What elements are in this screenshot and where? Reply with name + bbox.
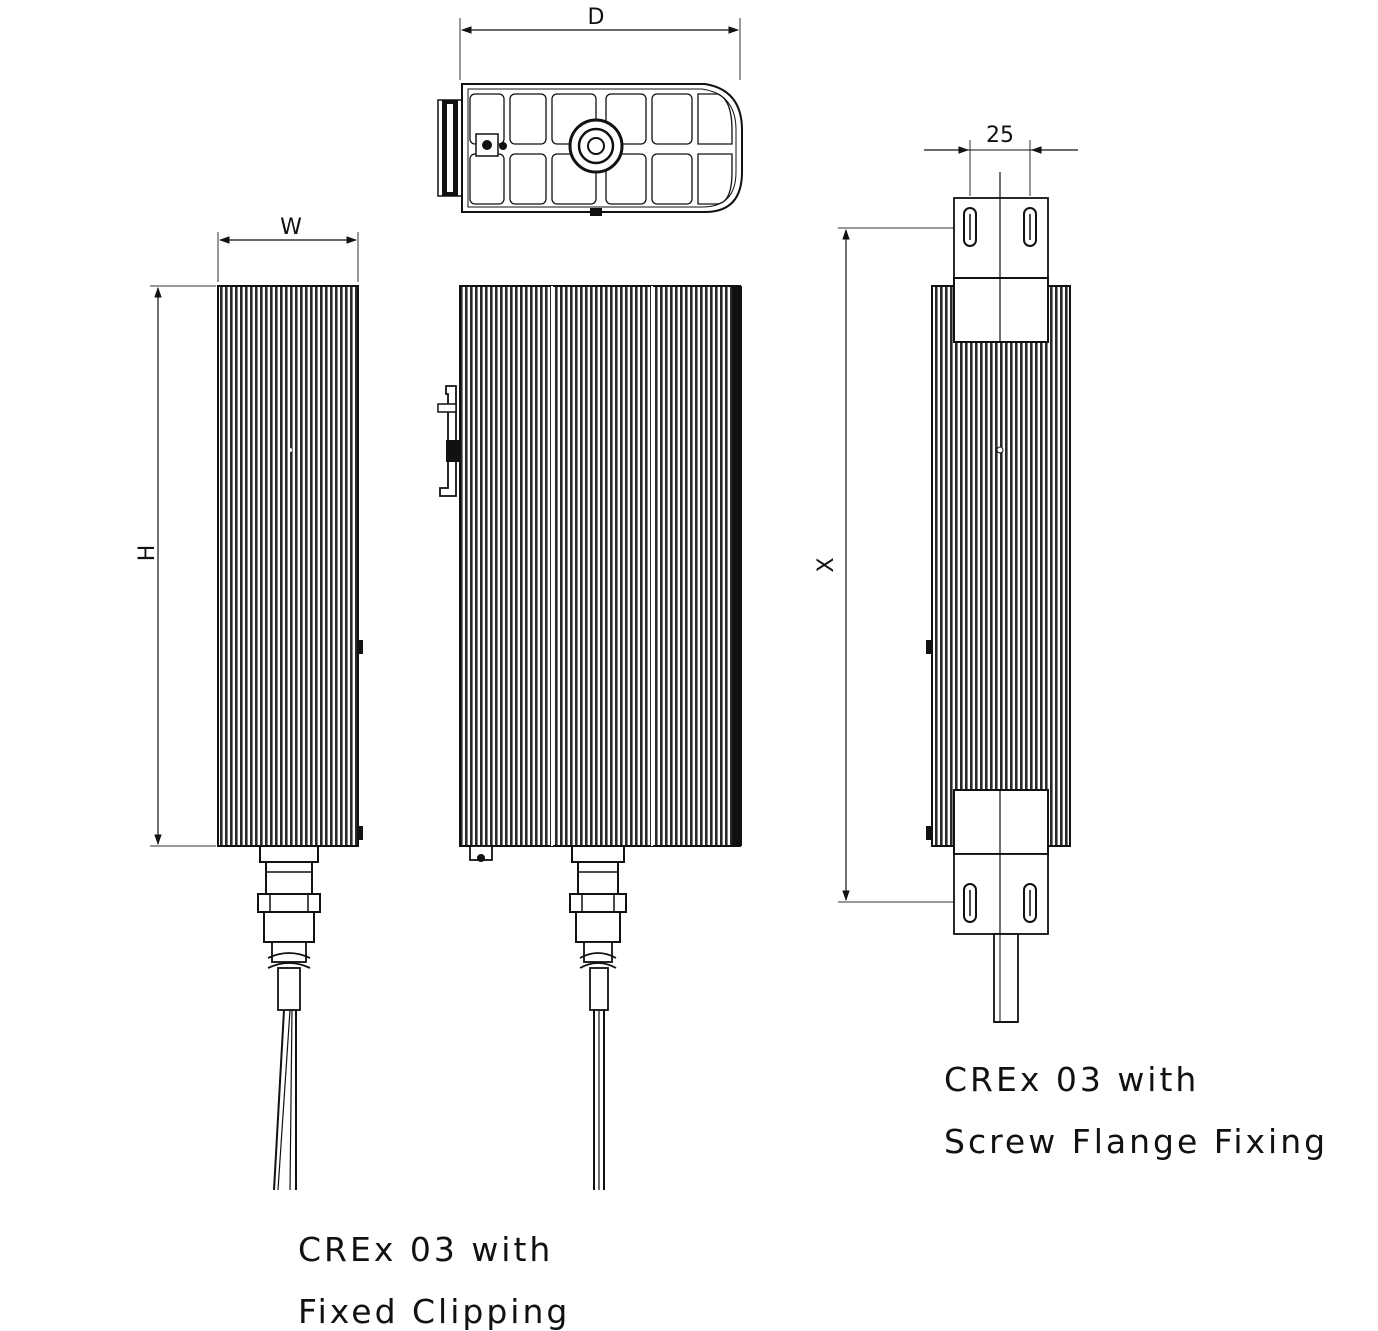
dimension-label-width: W: [280, 215, 302, 240]
dimension-label-depth: D: [588, 5, 605, 30]
caption-fixed-clipping-line2: Fixed Clipping: [298, 1292, 571, 1331]
top-view: D: [437, 5, 743, 216]
dimension-label-fixing-length: X: [814, 557, 839, 572]
caption-screw-flange-line2: Screw Flange Fixing: [944, 1122, 1329, 1161]
front-view: W H: [135, 215, 363, 1191]
dimension-label-flange-spacing: 25: [986, 123, 1014, 148]
side-view: [437, 285, 742, 1190]
caption-fixed-clipping-line1: CREx 03 with: [298, 1230, 554, 1269]
caption-screw-flange-line1: CREx 03 with: [944, 1060, 1200, 1099]
flange-view: 25 X: [814, 123, 1078, 1023]
dimension-label-height: H: [135, 545, 160, 562]
